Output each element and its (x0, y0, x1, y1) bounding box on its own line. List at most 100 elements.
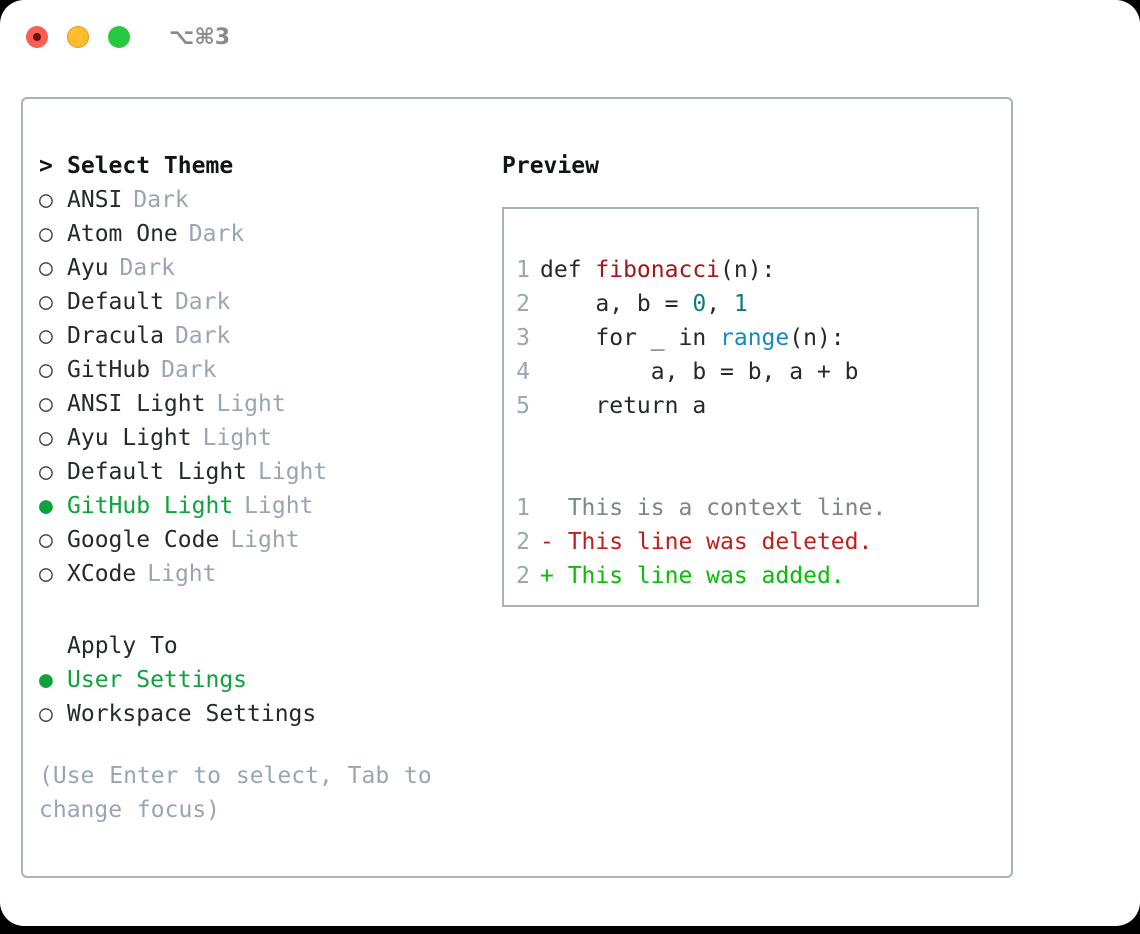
theme-variant-badge: Dark (188, 221, 245, 247)
radio-unselected-icon[interactable]: ○ (39, 561, 53, 587)
code-token: 1 (733, 291, 748, 317)
theme-name: ANSI (67, 187, 123, 213)
code-token: for _ in (540, 325, 721, 351)
preview-title: Preview (502, 153, 599, 179)
radio-unselected-icon[interactable]: ○ (39, 187, 53, 213)
apply-to-option-label: User Settings (67, 667, 248, 693)
theme-list-item-ayu[interactable]: ○ Ayu Dark (39, 251, 479, 285)
radio-unselected-icon[interactable]: ○ (39, 357, 53, 383)
apply-to-header: Apply To (39, 629, 479, 663)
theme-name: GitHub Light (67, 493, 234, 519)
diff-line-deleted: 2 - This line was deleted. (504, 525, 977, 559)
preview-box: 1 def fibonacci(n): 2 a, b = 0, 1 3 for … (502, 207, 979, 607)
minimize-window-button[interactable] (67, 26, 89, 48)
code-text: a, b = 0, 1 (540, 287, 748, 321)
theme-name: Google Code (67, 527, 220, 553)
radio-selected-icon[interactable]: ● (39, 667, 53, 693)
code-text: return a (540, 389, 706, 423)
theme-variant-badge: Light (202, 425, 272, 451)
code-token: (n): (789, 325, 845, 351)
theme-list-item-github-light[interactable]: ● GitHub Light Light (39, 489, 479, 523)
radio-selected-icon[interactable]: ● (39, 493, 53, 519)
line-number: 1 (516, 495, 530, 521)
radio-unselected-icon[interactable]: ○ (39, 527, 53, 553)
maximize-window-button[interactable] (108, 26, 130, 48)
line-number: 5 (516, 393, 530, 419)
diff-text: - This line was deleted. (540, 529, 873, 555)
radio-unselected-icon[interactable]: ○ (39, 391, 53, 417)
theme-list-item-dracula[interactable]: ○ Dracula Dark (39, 319, 479, 353)
code-token: fibonacci (595, 257, 721, 283)
radio-unselected-icon[interactable]: ○ (39, 221, 53, 247)
code-line: 5 return a (504, 389, 977, 423)
preview-column: Preview 1 def fibonacci(n): 2 a, b = 0, … (502, 149, 1002, 607)
theme-list-item-google-code[interactable]: ○ Google Code Light (39, 523, 479, 557)
diff-line-added: 2 + This line was added. (504, 559, 977, 593)
theme-list-item-ayu-light[interactable]: ○ Ayu Light Light (39, 421, 479, 455)
theme-list-item-ansi-light[interactable]: ○ ANSI Light Light (39, 387, 479, 421)
radio-unselected-icon[interactable]: ○ (39, 701, 53, 727)
code-text: for _ in range(n): (540, 321, 845, 355)
radio-unselected-icon[interactable]: ○ (39, 289, 53, 315)
code-token: return a (540, 393, 707, 419)
content-panel: > Select Theme ○ ANSI Dark ○ Atom One Da… (21, 97, 1013, 878)
theme-name: ANSI Light (67, 391, 206, 417)
code-text: a, b = b, a + b (540, 355, 859, 389)
traffic-light-buttons (26, 26, 130, 48)
line-number: 2 (516, 291, 530, 317)
apply-to-option-user-settings[interactable]: ● User Settings (39, 663, 479, 697)
code-token: a, b = (540, 291, 693, 317)
line-number: 3 (516, 325, 530, 351)
diff-text: + This line was added. (540, 563, 845, 589)
theme-name: Dracula (67, 323, 164, 349)
theme-list-item-default-light[interactable]: ○ Default Light Light (39, 455, 479, 489)
code-line: 2 a, b = 0, 1 (504, 287, 977, 321)
theme-list-item-atom-one[interactable]: ○ Atom One Dark (39, 217, 479, 251)
theme-name: Ayu (67, 255, 109, 281)
theme-variant-badge: Light (216, 391, 286, 417)
section-spacer (39, 591, 479, 629)
theme-list-item-github[interactable]: ○ GitHub Dark (39, 353, 479, 387)
code-blank-line (504, 457, 977, 491)
theme-name: Ayu Light (67, 425, 192, 451)
select-theme-header: > Select Theme (39, 149, 479, 183)
theme-variant-badge: Dark (119, 255, 175, 281)
line-number: 1 (516, 257, 530, 283)
theme-variant-badge: Dark (174, 323, 231, 349)
line-number: 2 (516, 529, 530, 555)
theme-variant-badge: Light (244, 493, 314, 519)
radio-unselected-icon[interactable]: ○ (39, 323, 53, 349)
diff-line-context: 1 This is a context line. (504, 491, 977, 525)
prompt-caret-icon: > (39, 153, 53, 179)
keyboard-shortcut-label: ⌥⌘3 (169, 25, 231, 50)
theme-list-item-xcode[interactable]: ○ XCode Light (39, 557, 479, 591)
keyboard-hint-text: (Use Enter to select, Tab to change focu… (39, 763, 432, 823)
theme-variant-badge: Light (258, 459, 328, 485)
radio-unselected-icon[interactable]: ○ (39, 425, 53, 451)
code-line: 1 def fibonacci(n): (504, 253, 977, 287)
theme-list-item-default[interactable]: ○ Default Dark (39, 285, 479, 319)
code-line: 4 a, b = b, a + b (504, 355, 977, 389)
close-window-button[interactable] (26, 26, 48, 48)
apply-to-option-workspace-settings[interactable]: ○ Workspace Settings (39, 697, 479, 731)
code-token: range (720, 325, 790, 351)
code-token: (n): (720, 257, 776, 283)
theme-variant-badge: Light (230, 527, 300, 553)
diff-text: This is a context line. (540, 495, 887, 521)
apply-to-option-label: Workspace Settings (67, 701, 317, 727)
theme-variant-badge: Light (147, 561, 217, 587)
code-line: 3 for _ in range(n): (504, 321, 977, 355)
theme-name: Atom One (67, 221, 178, 247)
theme-selector-column: > Select Theme ○ ANSI Dark ○ Atom One Da… (39, 149, 479, 827)
theme-name: XCode (67, 561, 137, 587)
radio-unselected-icon[interactable]: ○ (39, 255, 53, 281)
theme-variant-badge: Dark (133, 187, 189, 213)
radio-unselected-icon[interactable]: ○ (39, 459, 53, 485)
theme-list-item-ansi[interactable]: ○ ANSI Dark (39, 183, 479, 217)
title-bar: ⌥⌘3 (0, 0, 1140, 78)
code-token: a, b = b, a + b (540, 359, 859, 385)
theme-name: Default Light (67, 459, 248, 485)
theme-variant-badge: Dark (174, 289, 231, 315)
theme-variant-badge: Dark (161, 357, 217, 383)
